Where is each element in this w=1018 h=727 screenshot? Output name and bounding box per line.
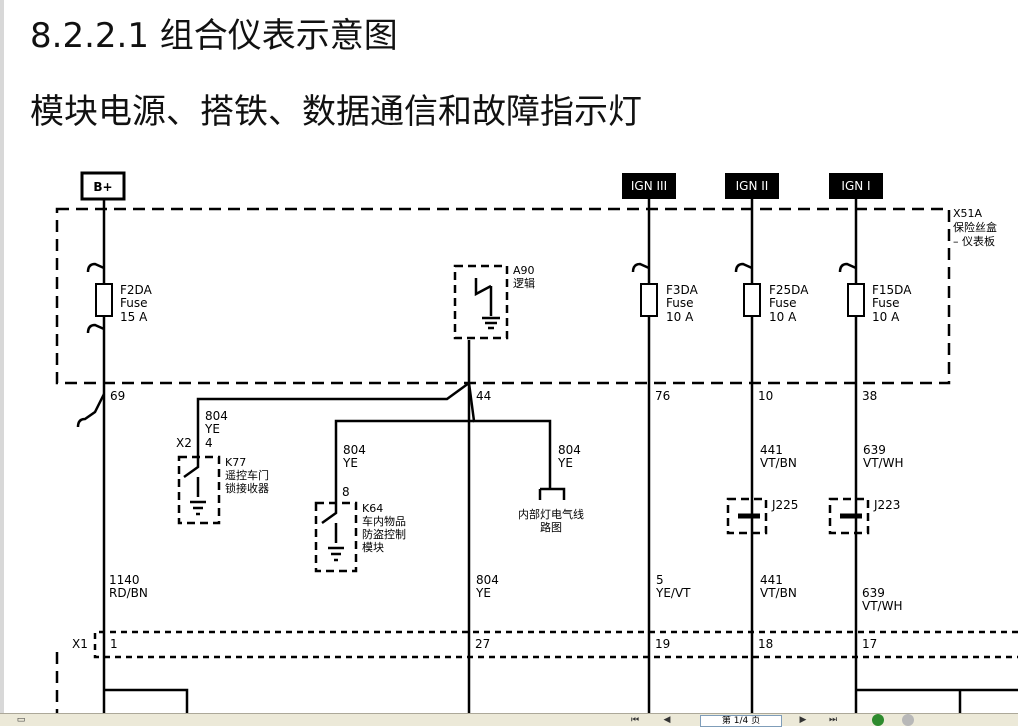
wire-804-k64-num: 804 — [343, 443, 366, 457]
fuse-f2da-type: Fuse — [120, 296, 148, 310]
b-plus-label: B+ — [93, 180, 112, 194]
ign1-box — [829, 173, 883, 199]
j223-label: J223 — [873, 498, 900, 512]
wire-441-a-color: VT/BN — [760, 456, 797, 470]
k64-name-1: 车内物品 — [362, 514, 406, 528]
page-number-field[interactable]: 第 1/4 页 — [700, 715, 782, 727]
wire-804-lamp-num: 804 — [558, 443, 581, 457]
fuse-f25da — [743, 283, 761, 317]
viewer-statusbar: ▭ ⏮ ◀ 第 1/4 页 ▶ ⏭ — [0, 713, 1018, 727]
k64-name-2: 防盗控制 — [362, 527, 406, 541]
k64-branch — [334, 419, 474, 503]
pin-10: 10 — [758, 389, 773, 403]
wire-804-b-color: YE — [475, 586, 491, 600]
x1-pin-27: 27 — [475, 637, 490, 651]
back-icon[interactable] — [872, 714, 884, 726]
fuse-f3da-name: F3DA — [666, 283, 699, 297]
k64-name-3: 模块 — [362, 541, 384, 554]
wire-1140-num: 1140 — [109, 573, 140, 587]
j225-outline — [726, 497, 768, 535]
fuse-f25da-rating: 10 A — [769, 310, 797, 324]
j225-label: J225 — [771, 498, 798, 512]
wire-441-b-num: 441 — [760, 573, 783, 587]
wire-639-b-num: 639 — [862, 586, 885, 600]
fuse-f3da-rating: 10 A — [666, 310, 694, 324]
fuse-f15da-name: F15DA — [872, 283, 912, 297]
wire-639-a-color: VT/WH — [863, 456, 903, 470]
wire-804-k77-num: 804 — [205, 409, 228, 423]
last-page-button[interactable]: ⏭ — [828, 715, 838, 725]
fuse-box-name-1: 保险丝盒 — [953, 220, 997, 234]
pin-69: 69 — [110, 389, 125, 403]
b-plus-box — [80, 171, 126, 201]
fuse-box-id: X51A — [953, 207, 983, 220]
k77-connector: X2 — [176, 436, 192, 450]
x1-pin-17: 17 — [862, 637, 877, 651]
wire-804-k77-color: YE — [204, 422, 220, 436]
fuse-f25da-name: F25DA — [769, 283, 809, 297]
k77-id: K77 — [225, 456, 246, 469]
ign2-label: IGN II — [736, 179, 769, 193]
lamp-ref-2: 路图 — [540, 521, 562, 534]
x1-connector-outline — [93, 630, 1018, 659]
fuse-box-name-2: – 仪表板 — [953, 234, 995, 248]
wire-441-a-num: 441 — [760, 443, 783, 457]
k77-pin: 4 — [205, 436, 213, 450]
wire-804-lamp-color: YE — [557, 456, 573, 470]
j223-outline — [828, 497, 870, 535]
pin-44: 44 — [476, 389, 491, 403]
x1-pin-19: 19 — [655, 637, 670, 651]
next-page-button[interactable]: ▶ — [799, 715, 807, 725]
fuse-f3da — [640, 283, 658, 317]
fuse-f2da-rating: 15 A — [120, 310, 148, 324]
wire-441-b-color: VT/BN — [760, 586, 797, 600]
wire-5-num: 5 — [656, 573, 664, 587]
a90-id: A90 — [513, 264, 535, 277]
k77-branch — [196, 381, 470, 457]
a90-outline — [453, 264, 509, 340]
k64-id: K64 — [362, 502, 383, 515]
diagram-subtitle: 模块电源、搭铁、数据通信和故障指示灯 — [30, 92, 642, 132]
fuse-f3da-type: Fuse — [666, 296, 694, 310]
fuse-f2da — [95, 283, 113, 317]
section-title: 8.2.2.1 组合仪表示意图 — [30, 16, 398, 56]
fuse-f25da-type: Fuse — [769, 296, 797, 310]
wire-804-k64-color: YE — [342, 456, 358, 470]
lamp-branch — [467, 382, 552, 489]
ign1-label: IGN I — [841, 179, 870, 193]
page-icon[interactable]: ▭ — [16, 715, 26, 725]
first-page-button[interactable]: ⏮ — [630, 715, 640, 725]
fuse-f15da — [847, 283, 865, 317]
fuse-box-outline — [55, 207, 951, 385]
ign3-box — [622, 173, 676, 199]
pin-76: 76 — [655, 389, 670, 403]
wire-1140-color: RD/BN — [109, 586, 148, 600]
prev-page-button[interactable]: ◀ — [663, 715, 671, 725]
fuse-f2da-name: F2DA — [120, 283, 153, 297]
a90-name: 逻辑 — [513, 276, 535, 290]
pin-38: 38 — [862, 389, 877, 403]
x1-id: X1 — [72, 637, 88, 651]
fuse-f15da-rating: 10 A — [872, 310, 900, 324]
k77-name-1: 遥控车门 — [225, 468, 269, 482]
k64-pin: 8 — [342, 485, 350, 499]
window-left-edge — [0, 0, 4, 715]
wire-5-color: YE/VT — [655, 586, 691, 600]
forward-icon[interactable] — [902, 714, 914, 726]
x1-pin-1: 1 — [110, 637, 118, 651]
ign3-label: IGN III — [631, 179, 667, 193]
ign2-box — [725, 173, 779, 199]
wire-804-b-num: 804 — [476, 573, 499, 587]
x1-pin-18: 18 — [758, 637, 773, 651]
k77-name-2: 锁接收器 — [225, 481, 269, 495]
wire-639-b-color: VT/WH — [862, 599, 902, 613]
wire-639-a-num: 639 — [863, 443, 886, 457]
fuse-f15da-type: Fuse — [872, 296, 900, 310]
lamp-ref-1: 内部灯电气线 — [518, 507, 584, 521]
